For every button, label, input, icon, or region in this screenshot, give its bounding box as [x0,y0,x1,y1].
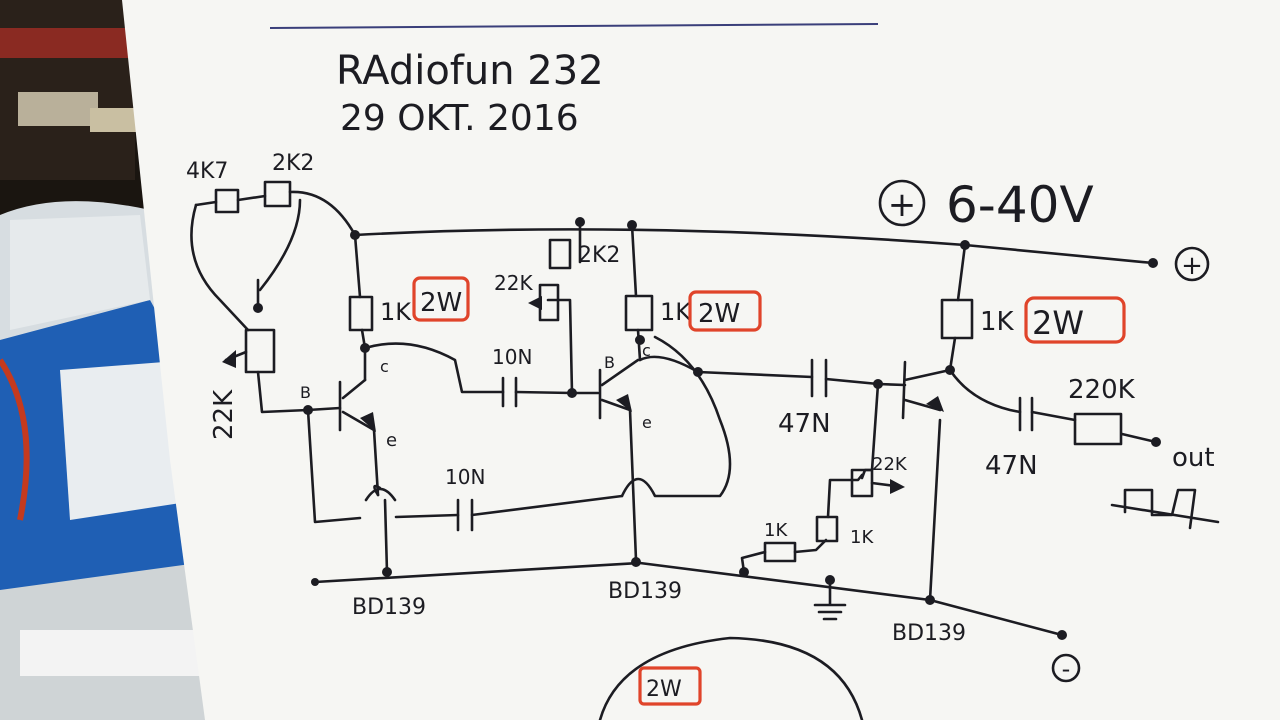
label-1k-stage3: 1K [980,307,1015,337]
capacitor-10n-top: 10N [492,345,532,408]
resistor-4k7: 4K7 [186,159,240,214]
t2-part-number: BD139 [608,579,682,604]
rating-2w-stage1: 2W [420,288,462,318]
label-220k: 220K [1068,375,1136,405]
minus-terminal: - [1051,653,1081,683]
junction-dots [253,217,1158,640]
rating-2w-stage3: 2W [1032,304,1084,342]
t2-pin-b: B [604,353,615,372]
date-text: 29 OKT. 2016 [340,98,579,139]
transistor-t3: BD139 [892,396,966,646]
potentiometer-22k-right: 22K [850,454,908,498]
label-4k7: 4K7 [186,159,228,184]
capacitor-47n-out: 47N [985,396,1038,481]
resistor-2k2-mid: 2K2 [548,238,620,270]
square-wave-icon [1110,488,1220,530]
resistor-1k-a: 1K [815,515,874,548]
plus-circle-icon [878,179,926,227]
label-1k-a: 1K [850,527,874,548]
label-47n-in: 47N [778,409,831,439]
t1-pin-c: c [380,357,389,376]
resistor-1k-stage3: 1K 2W [940,296,1126,344]
t3-part-number: BD139 [892,621,966,646]
potentiometer-22k-left: 22K [209,328,276,440]
label-1k-stage1: 1K [380,298,412,326]
minus-terminal-symbol: - [1062,655,1071,683]
resistor-220k: 220K [1068,375,1136,446]
bottom-rating-2w: 2W [646,677,682,702]
label-10n-bottom: 10N [445,465,485,489]
transistor-t1: B c e BD139 [300,357,426,620]
t1-pin-b: B [300,383,311,402]
potentiometer-22k-mid: 22K [494,271,560,322]
label-1k-b: 1K [764,520,788,541]
label-2k2-top: 2K2 [272,151,314,176]
wiring [190,190,1158,637]
plus-symbol: + [888,185,917,225]
resistor-1k-stage1: 1K 2W [348,276,470,332]
label-47n-out: 47N [985,451,1038,481]
label-10n-top: 10N [492,345,532,369]
label-1k-stage2: 1K [660,298,692,326]
t1-part-number: BD139 [352,595,426,620]
output-terminal: out [1110,437,1220,530]
label-22k-mid: 22K [494,271,533,295]
label-2k2-mid: 2K2 [578,243,620,268]
author-text: RAdiofun 232 [336,48,604,94]
resistor-1k-stage2: 1K 2W [624,290,762,332]
bottom-note: 2W [598,636,864,720]
capacitor-47n-in: 47N [778,358,831,439]
resistor-2k2-top: 2K2 [263,151,314,208]
plus-terminal-symbol: + [1181,251,1203,281]
plus-terminal: + [1174,246,1210,282]
resistor-1k-b: 1K [763,520,797,563]
t2-pin-c: c [642,341,651,360]
transistor-t2: B c e BD139 [604,341,682,604]
label-22k-left: 22K [209,389,239,440]
header-rule [269,23,879,29]
capacitor-10n-bottom: 10N [445,465,485,532]
rating-2w-stage2: 2W [698,299,740,329]
supply-voltage: 6-40V [946,176,1094,234]
label-22k-right: 22K [872,454,908,475]
t1-pin-e: e [386,430,397,451]
t2-pin-e: e [642,413,652,432]
label-out: out [1172,443,1215,473]
